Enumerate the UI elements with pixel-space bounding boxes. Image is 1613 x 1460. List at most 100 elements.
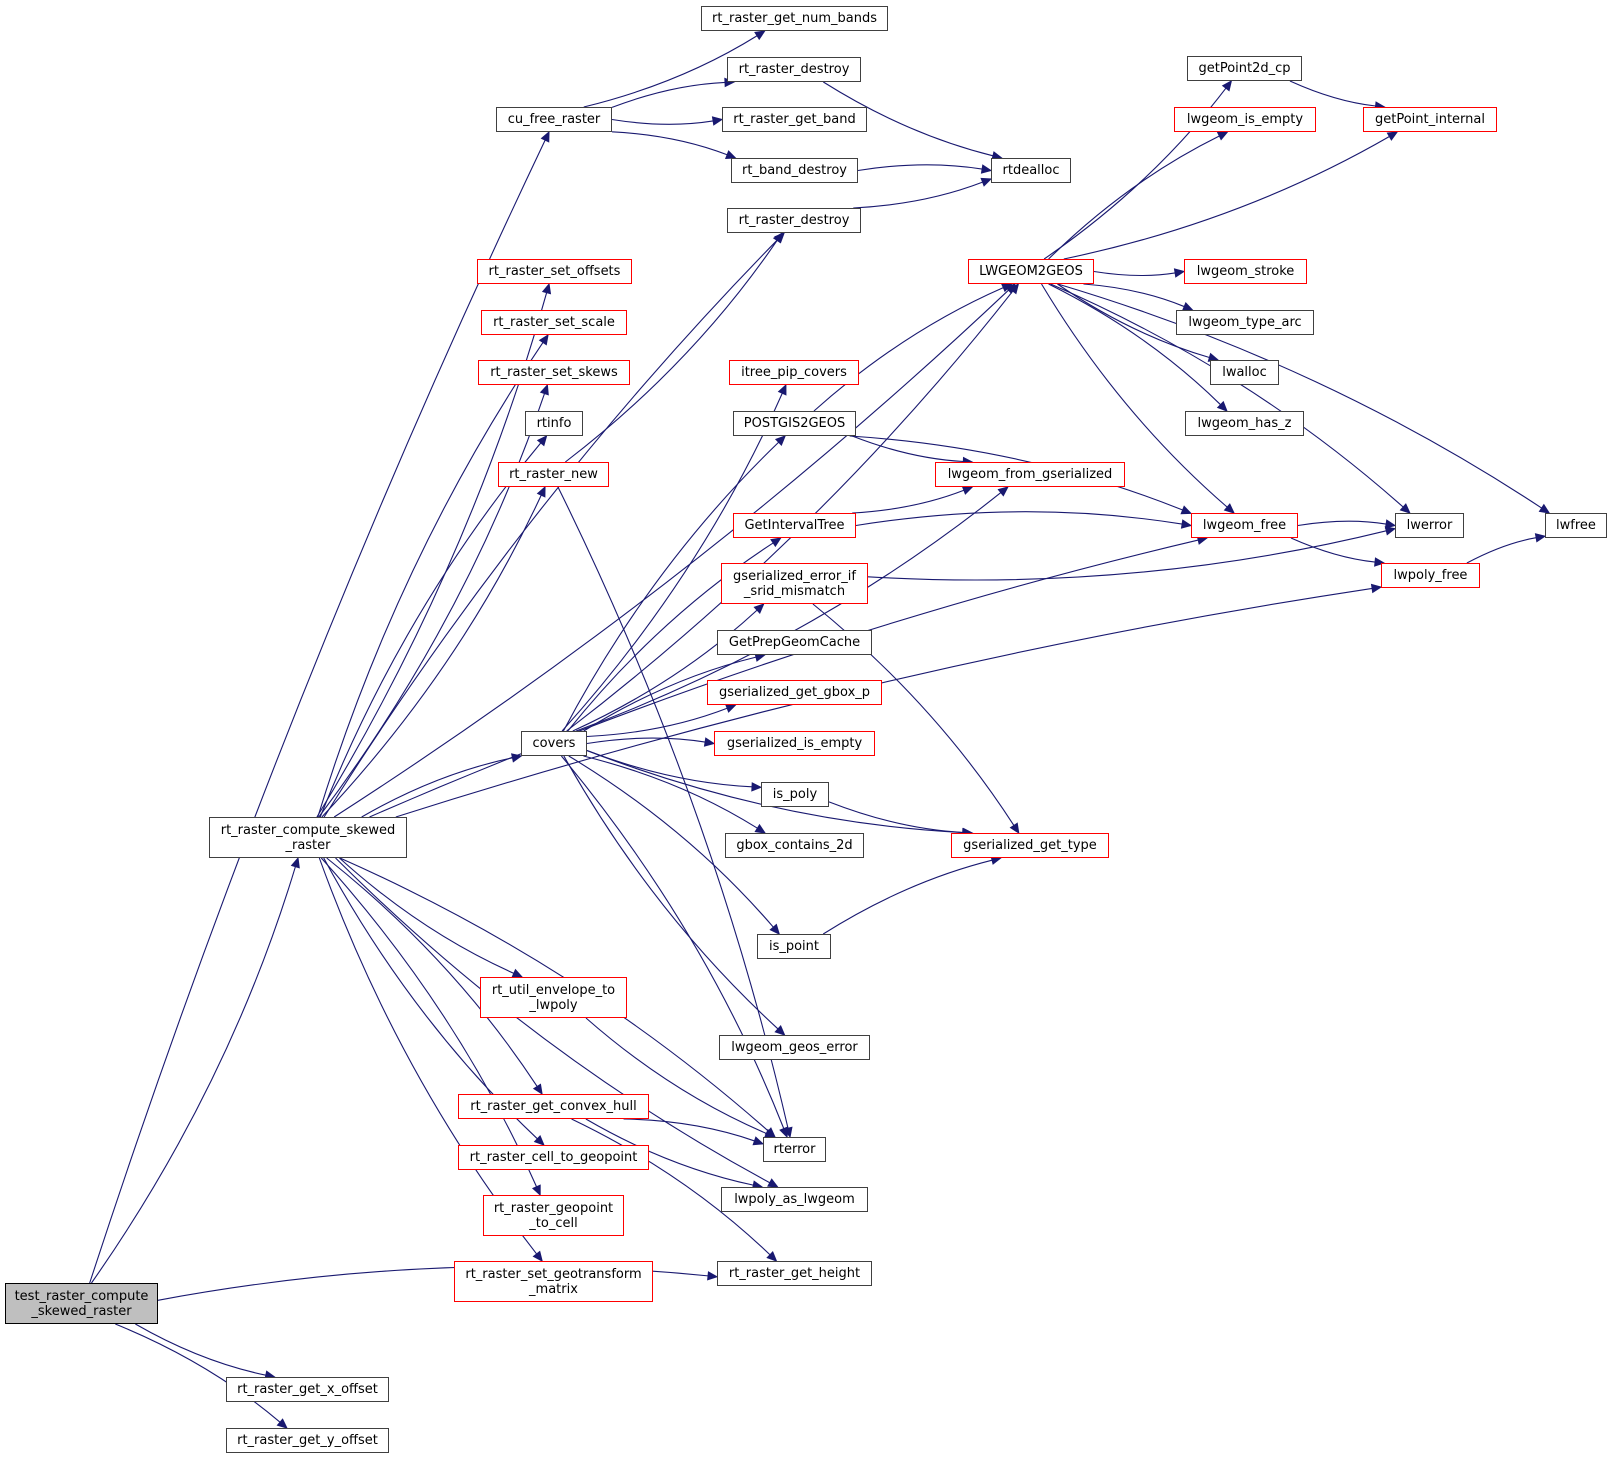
node-lwgeom2geos[interactable]: LWGEOM2GEOS (968, 259, 1094, 284)
node-rt-raster-get-y-offset[interactable]: rt_raster_get_y_offset (226, 1428, 389, 1453)
edge-rt_raster_new-to-rt_raster_destroy_b (565, 240, 778, 463)
node-getpoint2d-cp[interactable]: getPoint2d_cp (1187, 56, 1302, 81)
node-lwalloc[interactable]: lwalloc (1210, 360, 1279, 385)
node-gbox-contains-2d[interactable]: gbox_contains_2d (725, 833, 864, 858)
arrowhead-lwerror (1384, 519, 1397, 529)
node-lwgeom-is-empty[interactable]: lwgeom_is_empty (1174, 107, 1316, 132)
node-rt-band-destroy[interactable]: rt_band_destroy (731, 158, 858, 183)
node-rt-raster-new[interactable]: rt_raster_new (498, 462, 609, 487)
arrowhead-is_poly (751, 782, 763, 792)
edge-rt_raster_compute_skewed_raster-to-rt_util_envelope_to_lwpoly (339, 857, 515, 974)
edge-covers-to-gserialized_get_gbox_p (586, 707, 728, 738)
node-cu-free-raster[interactable]: cu_free_raster (496, 107, 612, 132)
node-rt-raster-compute-skewed-raster[interactable]: rt_raster_compute_skewed _raster (209, 817, 407, 858)
arrowhead-rt_raster_compute_skewed_raster (290, 856, 300, 869)
edge-gserialized_error_if_srid_mismatch-to-lwerror (867, 530, 1387, 581)
edge-gserialized_error_if_srid_mismatch-to-gserialized_get_type (812, 603, 1015, 826)
edge-covers-to-gserialized_is_empty (586, 737, 706, 745)
arrowhead-itree_pip_covers (777, 383, 787, 396)
edge-cu_free_raster-to-rt_band_destroy (611, 131, 728, 156)
node-gserialized-get-gbox-p[interactable]: gserialized_get_gbox_p (707, 680, 882, 705)
arrowhead-rt_raster_geopoint_to_cell (531, 1184, 541, 1197)
edge-covers-to-GetIntervalTree (567, 542, 774, 732)
node-lwgeom-type-arc[interactable]: lwgeom_type_arc (1176, 310, 1314, 335)
arrowhead-lwfree (1538, 503, 1551, 514)
arrowhead-lwfree (1534, 533, 1547, 543)
arrowhead-lwgeom_stroke (1173, 268, 1186, 278)
node-rtinfo[interactable]: rtinfo (525, 411, 583, 436)
edge-test_raster_compute_skewed_raster-to-cu_free_raster (89, 139, 546, 1284)
node-rt-raster-get-convex-hull[interactable]: rt_raster_get_convex_hull (458, 1094, 649, 1119)
node-rt-raster-get-x-offset[interactable]: rt_raster_get_x_offset (226, 1377, 389, 1402)
edge-covers-to-is_point (568, 755, 774, 928)
node-gserialized-get-type[interactable]: gserialized_get_type (951, 833, 1109, 858)
arrowhead-rt_band_destroy (724, 150, 737, 160)
arrowhead-rt_raster_get_convex_hull (532, 1083, 543, 1096)
arrowhead-rt_raster_get_band (711, 116, 724, 126)
arrowhead-lwgeom_free (1223, 503, 1235, 514)
arrowhead-lwpoly_as_lwgeom (767, 1178, 779, 1188)
node-rt-raster-destroy[interactable]: rt_raster_destroy (727, 57, 861, 82)
node-getpoint-internal[interactable]: getPoint_internal (1363, 107, 1497, 132)
node-rterror[interactable]: rterror (763, 1137, 826, 1162)
node-is-point[interactable]: is_point (757, 934, 831, 959)
node-test-raster-compute-skewed-raster[interactable]: test_raster_compute _skewed_raster (5, 1283, 158, 1324)
node-rt-raster-get-num-bands[interactable]: rt_raster_get_num_bands (701, 6, 888, 31)
node-rt-raster-set-scale[interactable]: rt_raster_set_scale (481, 310, 627, 335)
arrowhead-lwerror (1384, 526, 1397, 536)
arrowhead-GetIntervalTree (770, 537, 782, 548)
node-rt-raster-set-geotransform-matrix[interactable]: rt_raster_set_geotransform _matrix (454, 1261, 653, 1302)
node-getprepgeomcache[interactable]: GetPrepGeomCache (717, 630, 872, 655)
node-covers[interactable]: covers (521, 731, 587, 756)
arrowhead-rt_raster_get_num_bands (754, 30, 766, 41)
edge-LWGEOM2GEOS-to-lwgeom_has_z (1048, 283, 1221, 406)
node-rt-raster-set-skews[interactable]: rt_raster_set_skews (478, 360, 630, 385)
node-lwgeom-free[interactable]: lwgeom_free (1191, 513, 1298, 538)
edge-rt_raster_get_convex_hull-to-rterror (623, 1118, 755, 1142)
node-itree-pip-covers[interactable]: itree_pip_covers (729, 360, 859, 385)
node-rt-raster-cell-to-geopoint[interactable]: rt_raster_cell_to_geopoint (458, 1145, 649, 1170)
node-is-poly[interactable]: is_poly (761, 782, 829, 807)
arrowhead-rt_raster_set_geotransform_matrix (532, 1250, 543, 1262)
arrowhead-gserialized_get_type (1009, 822, 1020, 835)
arrowhead-rt_raster_get_y_offset (276, 1418, 288, 1429)
node-lwpoly-as-lwgeom[interactable]: lwpoly_as_lwgeom (721, 1187, 868, 1212)
arrowhead-lwgeom_is_empty (1216, 131, 1229, 141)
edge-rt_raster_get_convex_hull-to-rt_raster_get_height (571, 1118, 771, 1256)
node-gserialized-is-empty[interactable]: gserialized_is_empty (714, 731, 875, 756)
node-rt-raster-set-offsets[interactable]: rt_raster_set_offsets (477, 259, 632, 284)
edge-rt_raster_get_convex_hull-to-lwpoly_as_lwgeom (585, 1118, 754, 1186)
node-postgis2geos[interactable]: POSTGIS2GEOS (733, 411, 856, 436)
arrowhead-rt_raster_get_height (707, 1271, 719, 1281)
node-getintervaltree[interactable]: GetIntervalTree (733, 513, 856, 538)
node-rt-raster-geopoint-to-cell[interactable]: rt_raster_geopoint _to_cell (483, 1195, 624, 1236)
edge-LWGEOM2GEOS-to-getPoint_internal (1063, 136, 1390, 260)
node-lwpoly-free[interactable]: lwpoly_free (1381, 563, 1480, 588)
edge-rt_raster_compute_skewed_raster-to-rt_raster_set_skews (318, 393, 546, 818)
edge-POSTGIS2GEOS-to-lwgeom_from_gserialized (852, 435, 964, 463)
node-lwerror[interactable]: lwerror (1395, 513, 1464, 538)
node-lwgeom-stroke[interactable]: lwgeom_stroke (1184, 259, 1307, 284)
edge-LWGEOM2GEOS-to-lwgeom_is_empty (1048, 135, 1220, 260)
arrowhead-getPoint_internal (1386, 131, 1399, 141)
node-rt-raster-destroy-2[interactable]: rt_raster_destroy (727, 208, 861, 233)
edge-covers-to-POSTGIS2GEOS (562, 441, 780, 732)
node-lwgeom-has-z[interactable]: lwgeom_has_z (1185, 411, 1304, 436)
node-lwgeom-from-gserialized[interactable]: lwgeom_from_gserialized (935, 462, 1125, 487)
arrowhead-gserialized_is_empty (703, 737, 716, 747)
edge-lwgeom_free-to-lwerror (1297, 520, 1387, 527)
edge-cu_free_raster-to-rt_raster_destroy_a (611, 81, 726, 108)
node-rt-raster-get-height[interactable]: rt_raster_get_height (717, 1261, 872, 1286)
edge-cu_free_raster-to-rt_raster_get_num_bands (583, 35, 758, 108)
arrowhead-rt_raster_cell_to_geopoint (533, 1135, 545, 1146)
node-rtdealloc[interactable]: rtdealloc (991, 158, 1071, 183)
node-rt-raster-get-band[interactable]: rt_raster_get_band (722, 107, 867, 132)
edge-rt_raster_compute_skewed_raster-to-rt_raster_new (321, 494, 542, 818)
edge-rt_raster_compute_skewed_raster-to-rtinfo (319, 442, 542, 818)
node-gserialized-error-if-srid-mismatch[interactable]: gserialized_error_if _srid_mismatch (721, 563, 868, 604)
arrowhead-cu_free_raster (540, 130, 550, 143)
node-rt-util-envelope-to-lwpoly[interactable]: rt_util_envelope_to _lwpoly (480, 977, 627, 1018)
node-lwgeom-geos-error[interactable]: lwgeom_geos_error (719, 1035, 870, 1060)
arrowhead-rtdealloc (980, 164, 993, 174)
node-lwfree[interactable]: lwfree (1545, 513, 1607, 538)
